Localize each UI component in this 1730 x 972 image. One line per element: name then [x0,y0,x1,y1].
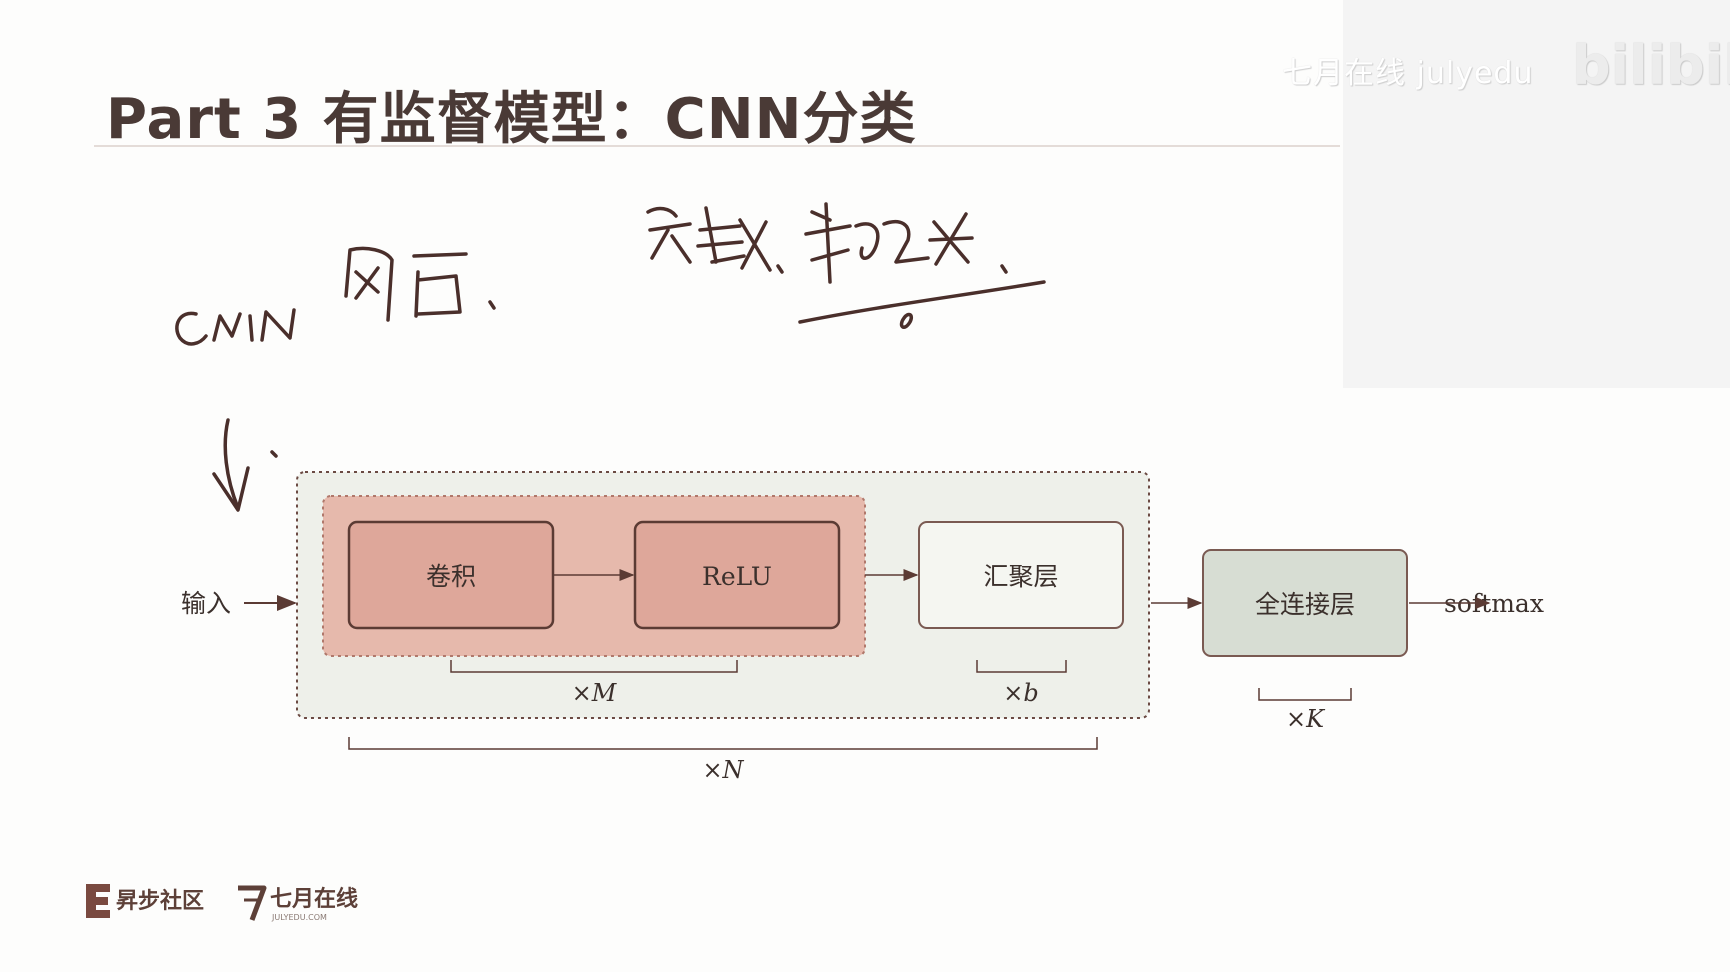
bracket-k [1258,688,1352,701]
bracket-m [450,660,738,673]
bracket-b [976,660,1067,673]
bilibili-logo-icon: bilibili [1572,34,1730,97]
pooling-box [918,521,1124,629]
video-overlay-region [1343,0,1730,388]
fully-connected-label: 全连接层 [1255,590,1355,619]
title-divider [94,145,1340,147]
slide-title: Part 3 有监督模型：CNN分类 [106,87,917,152]
julyedu-logo-icon: 七月在线 JULYEDU.COM [238,885,358,922]
handwriting-arrow [212,418,278,512]
times-n-label: ×N [702,756,744,784]
logo1-name: 昇步社区 [116,888,204,914]
times-k-label: ×K [1286,705,1326,733]
watermark-text: 七月在线 julyedu [1282,56,1534,91]
bracket-n [348,737,1098,750]
logo2-name: 七月在线 [270,886,358,912]
times-m-label: ×M [572,679,618,707]
fully-connected-box [1202,549,1408,657]
relu-label: ReLU [702,562,772,591]
logo2-subtitle: JULYEDU.COM [271,913,327,922]
relu-box [633,520,841,630]
shengbu-community-logo-icon: 昇步社区 [86,884,204,918]
pooling-label: 汇聚层 [983,562,1058,591]
conv-label: 卷积 [426,562,476,591]
handwriting-params [646,202,1046,329]
input-label: 输入 [181,589,231,618]
times-b-label: ×b [1003,679,1038,707]
handwriting-cnn-network [175,246,496,346]
